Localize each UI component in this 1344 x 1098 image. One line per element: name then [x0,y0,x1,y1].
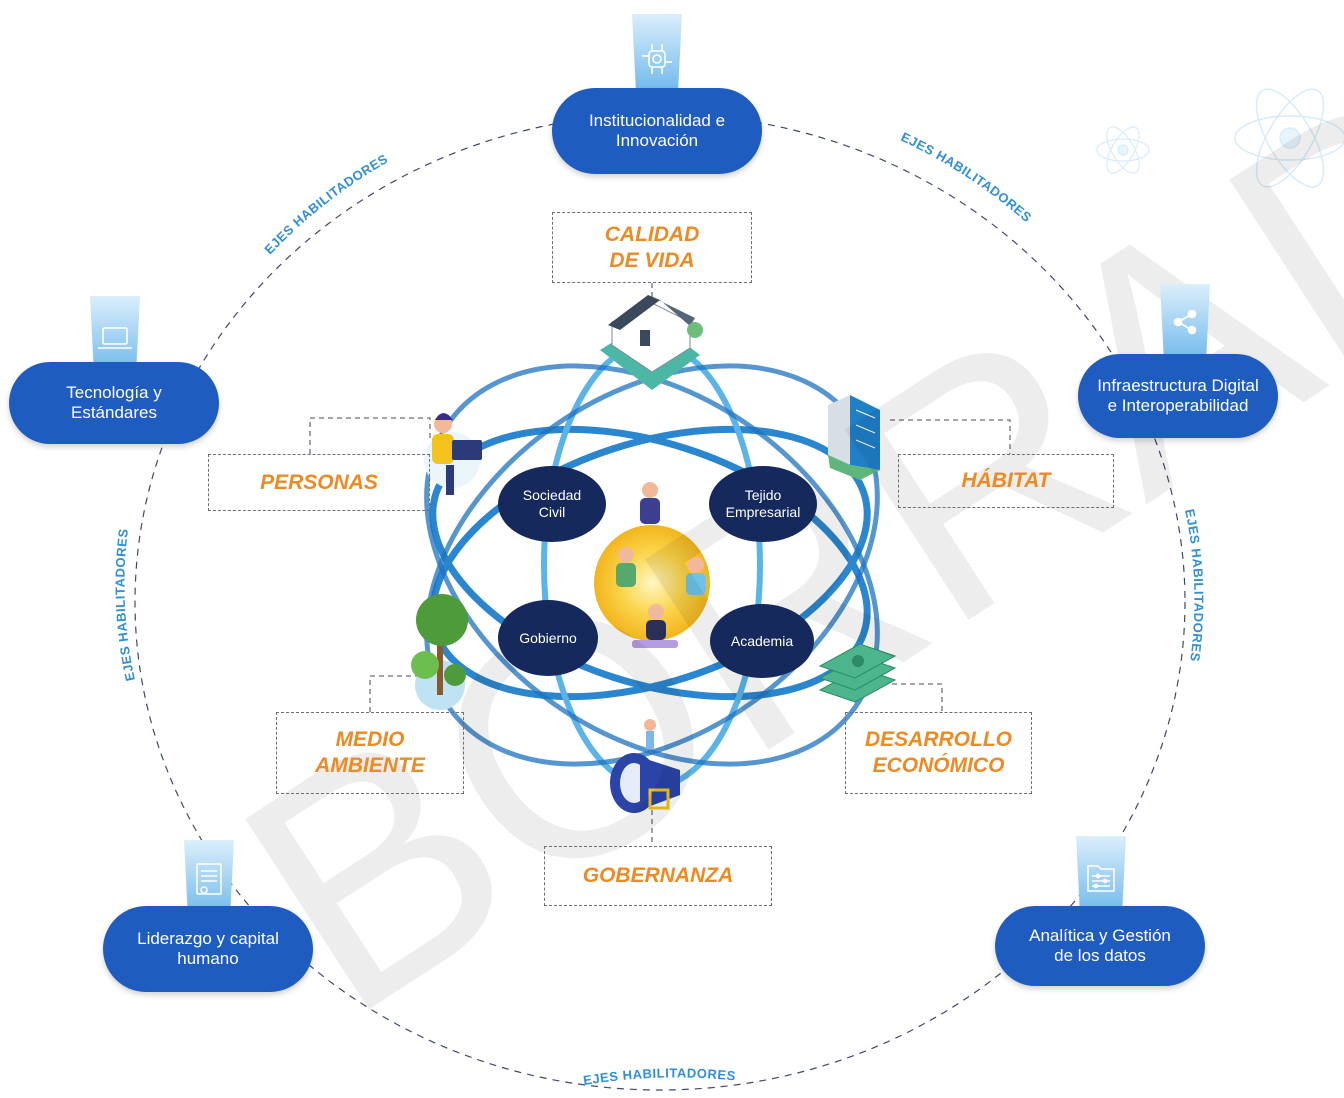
enabler-label-line: de los datos [1054,946,1146,965]
dimension-label-line: HÁBITAT [961,469,1051,492]
enabler-beam-infraestructura [1160,284,1210,374]
tree-icon [411,594,468,710]
house-icon [600,295,703,390]
atom-icon [1234,88,1344,188]
certificate-icon [196,863,222,895]
dimension-habitat[interactable]: HÁBITAT [898,454,1114,508]
share-icon [1173,309,1197,335]
actor-label-line: Academia [730,632,794,649]
actor-label-line: Gobierno [519,629,577,646]
actor-label-line: Sociedad [522,487,582,503]
dimension-label-line: AMBIENTE [315,754,425,777]
actor-gobierno[interactable]: Gobierno [498,600,598,676]
actor-label-line: Tejido [744,487,782,503]
enabler-label-line: Institucionalidad e [588,111,726,130]
person-laptop-icon [424,413,482,495]
enabler-label-line: Infraestructura Digital [1097,376,1259,395]
data-folder-icon [1087,865,1115,892]
enabler-label-line: Estándares [70,403,157,422]
dimension-label-line: ECONÓMICO [872,754,1005,777]
ring-label-left: EJES HABILITADORES [112,528,137,683]
ring-label-top-left: EJES HABILITADORES [261,151,390,257]
dimension-label-line: DE VIDA [609,248,695,272]
enabler-label-line: e Interoperabilidad [1107,396,1249,415]
enabler-label-line: Tecnología y [66,383,162,402]
building-icon [828,395,880,480]
dimension-gobernanza[interactable]: GOBERNANZA [544,846,772,906]
ring-label-bottom: EJES HABILITADORES [582,1065,736,1088]
outer-ring [134,113,1186,1091]
chip-icon [642,44,672,74]
dimension-connectors [309,283,1011,846]
enabler-label-line: Analítica y Gestión [1029,926,1171,945]
actor-label-line: Empresarial [725,504,801,520]
enabler-label-line: humano [177,949,239,968]
dimension-desarrollo-economico[interactable]: DESARROLLO ECONÓMICO [845,712,1032,794]
dimension-label-line: CALIDAD [604,222,700,246]
enabler-label-line: Innovación [615,131,699,150]
dimension-label-line: MEDIO [335,728,405,751]
people-figures [616,482,706,648]
dimension-label-line: GOBERNANZA [582,864,734,887]
dimension-medio-ambiente[interactable]: MEDIO AMBIENTE [276,712,464,794]
dimension-label-line: DESARROLLO [865,728,1012,751]
actor-label-line: Civil [538,504,566,520]
laptop-icon [98,327,132,349]
money-icon [818,643,897,703]
atom-icon [1096,126,1150,174]
dimension-personas[interactable]: PERSONAS [208,454,430,511]
enabler-label-line: Liderazgo y capital [137,929,279,948]
dimension-label-line: PERSONAS [260,470,378,494]
actor-academia[interactable]: Academia [710,604,814,678]
megaphone-icon [610,719,680,813]
